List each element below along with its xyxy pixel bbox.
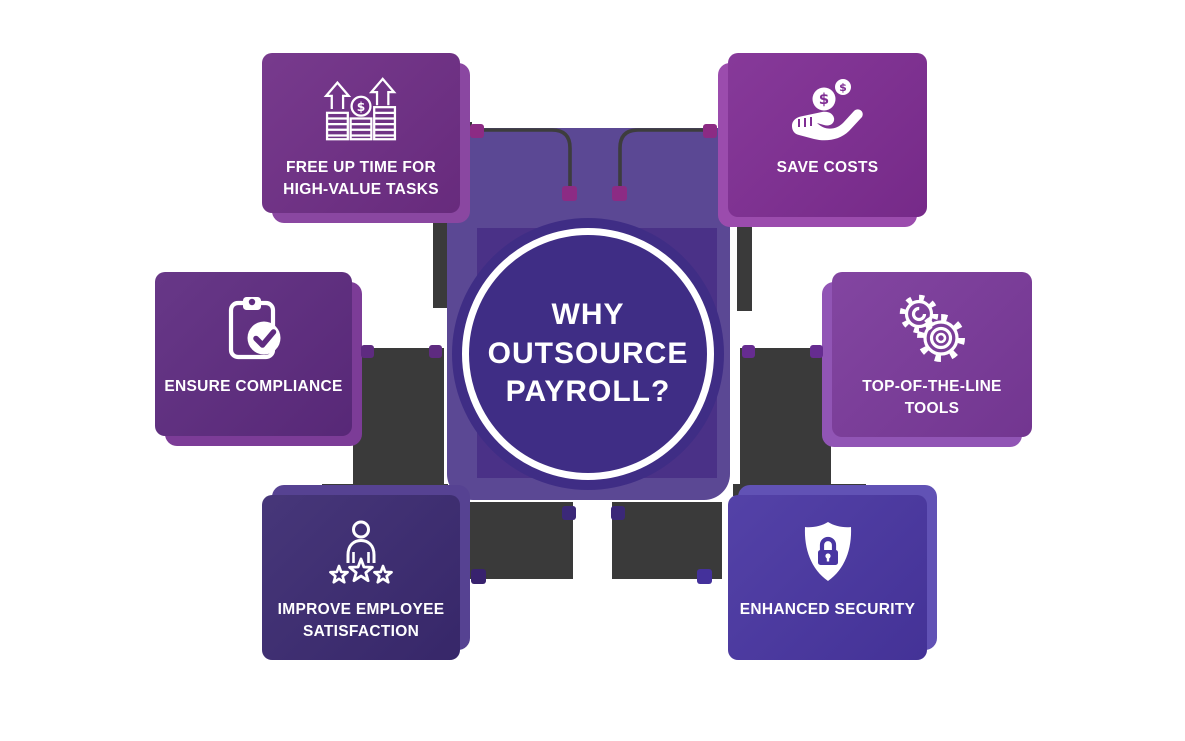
card-free-up-time: $ FREE UP TIME FOR HIGH-VALUE TASKS bbox=[262, 53, 460, 213]
shadow-block bbox=[740, 348, 831, 486]
svg-text:$: $ bbox=[818, 90, 828, 108]
connector-node bbox=[612, 186, 627, 201]
shadow-block bbox=[612, 502, 722, 579]
card-label: ENHANCED SECURITY bbox=[739, 601, 916, 618]
card-label: TOP-OF-THE-LINE TOOLS bbox=[862, 378, 1002, 418]
card-save-costs: $ $ SAVE COSTS bbox=[728, 53, 927, 217]
connector-node bbox=[697, 569, 712, 584]
connector-node bbox=[361, 345, 374, 358]
connector-node bbox=[471, 569, 486, 584]
card-label: FREE UP TIME FOR HIGH-VALUE TASKS bbox=[283, 159, 439, 199]
card-label: ENSURE COMPLIANCE bbox=[164, 378, 343, 395]
shadow-block bbox=[353, 348, 444, 486]
svg-text:$: $ bbox=[839, 81, 847, 94]
shield-lock-icon bbox=[797, 517, 859, 587]
connector-node bbox=[429, 345, 442, 358]
shadow-block bbox=[737, 216, 752, 311]
clipboard-check-icon bbox=[219, 294, 289, 364]
svg-text:$: $ bbox=[357, 100, 366, 114]
connector-node bbox=[562, 506, 576, 520]
card-improve-employee-satisfaction: IMPROVE EMPLOYEE SATISFACTION bbox=[262, 495, 460, 660]
card-top-of-the-line-tools: TOP-OF-THE-LINE TOOLS bbox=[832, 272, 1032, 437]
card-label: IMPROVE EMPLOYEE SATISFACTION bbox=[277, 601, 445, 641]
shadow-block bbox=[433, 213, 448, 308]
hand-receiving-coins-icon: $ $ bbox=[786, 75, 870, 145]
connector-node bbox=[742, 345, 755, 358]
circle-ring bbox=[462, 228, 714, 480]
coin-stacks-growth-icon: $ bbox=[322, 75, 400, 145]
card-enhanced-security: ENHANCED SECURITY bbox=[728, 495, 927, 660]
shadow-block bbox=[462, 502, 573, 579]
person-rating-stars-icon bbox=[323, 517, 399, 587]
gears-icon bbox=[893, 294, 971, 364]
connector-node bbox=[562, 186, 577, 201]
card-ensure-compliance: ENSURE COMPLIANCE bbox=[155, 272, 352, 436]
center-circle: WHY OUTSOURCE PAYROLL? bbox=[452, 218, 724, 490]
connector-node bbox=[611, 506, 625, 520]
main-title: WHY OUTSOURCE PAYROLL? bbox=[487, 298, 689, 409]
connector-node bbox=[810, 345, 823, 358]
connector-node bbox=[703, 124, 717, 138]
connector-node bbox=[470, 124, 484, 138]
card-label: SAVE COSTS bbox=[776, 159, 879, 176]
